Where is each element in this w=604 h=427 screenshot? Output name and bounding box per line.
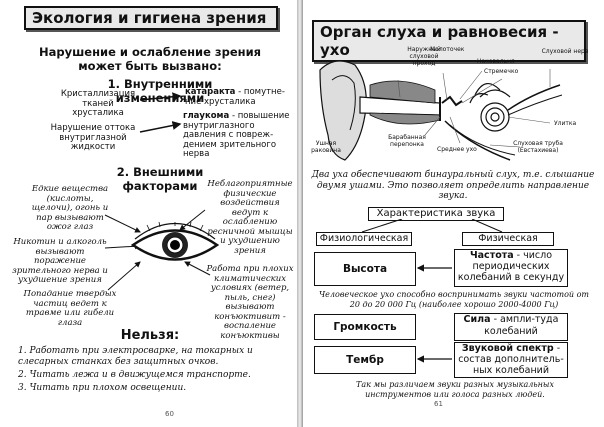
- left-page: Экология и гигиена зрения Нарушение и ос…: [0, 0, 300, 427]
- cause-glaucoma: Нарушение оттока внутриглазной жидкости: [50, 123, 136, 152]
- left-arrows: [104, 92, 211, 291]
- label-cochlea: Улитка: [554, 120, 577, 127]
- label-hammer: Молоточек: [430, 46, 465, 53]
- pitch-box: Высота: [314, 252, 416, 286]
- spectrum-term: Звуковой спектр: [461, 343, 554, 354]
- physiological-box: Физиологическая: [316, 232, 412, 246]
- frequency-range-text: Человеческое ухо способно воспринимать з…: [319, 290, 589, 309]
- label-anvil: Наковальня: [477, 58, 515, 65]
- frequency-term: Частота: [469, 250, 514, 261]
- factor-particles: Попадание твердых частиц ведет к травме …: [23, 289, 117, 328]
- factor-climate: Работа при плохих климатических условиях…: [206, 264, 294, 341]
- eye-illustration: [130, 222, 220, 261]
- sound-characteristics-box: Характеристика звука: [368, 207, 504, 221]
- right-page: Орган слуха и равновесия - ухо Наружный …: [302, 0, 604, 427]
- force-desc: - ампли-туда колебаний: [484, 314, 559, 337]
- left-page-number: 60: [165, 410, 174, 418]
- loudness-box: Громкость: [314, 314, 416, 340]
- frequency-desc: - число периодических колебаний в секунд…: [457, 250, 565, 283]
- ear-diagram: [319, 60, 563, 161]
- label-drum: Барабанная перепонка: [388, 134, 426, 148]
- timbre-arrow: [416, 355, 452, 363]
- right-page-number: 61: [434, 400, 443, 408]
- force-box: Сила - ампли-туда колебаний: [454, 313, 568, 341]
- left-subtitle: Нарушение и ослабление зрения может быть…: [38, 45, 262, 73]
- label-stirrup: Стремечко: [484, 68, 519, 75]
- effect-cataract: катаракта - помутне-ние хрусталика: [185, 87, 285, 107]
- left-page-title: Экология и гигиена зрения: [24, 6, 278, 30]
- factor-physical: Неблагоприятные физические воздействия в…: [207, 179, 293, 256]
- timbre-box: Тембр: [314, 346, 416, 374]
- book-gutter: [297, 0, 303, 427]
- effect-glaucoma: глаукома - повышение внутриглазного давл…: [183, 111, 293, 160]
- spectrum-desc: - состав дополнитель-ных колебаний: [458, 343, 564, 376]
- glaucoma-desc: - повышение внутриглазного давления с по…: [183, 111, 290, 159]
- footer-text: Так мы различаем звуки разных музыкальны…: [356, 380, 554, 399]
- never-title: Нельзя:: [120, 328, 180, 343]
- label-tube: Слуховая труба (Евстахиева): [513, 140, 563, 154]
- characteristics-connectors: [361, 219, 503, 233]
- binaural-text: Два уха обеспечивают бинауральный слух, …: [311, 170, 595, 201]
- spectrum-box: Звуковой спектр - состав дополнитель-ных…: [454, 342, 568, 378]
- physical-box: Физическая: [462, 232, 554, 246]
- cause-cataract: Кристаллизация тканей хрусталика: [60, 89, 136, 118]
- label-canal: Наружный слуховой проход: [407, 46, 441, 67]
- section-external: 2. Внешними факторами: [116, 165, 204, 193]
- right-page-title: Орган слуха и равновесия - ухо: [312, 20, 586, 62]
- force-term: Сила: [463, 314, 491, 325]
- never-item-3: 3. Читать при плохом освещении.: [18, 383, 187, 393]
- never-item-2: 2. Читать лежа и в движущемся транспорте…: [18, 370, 251, 380]
- cataract-term: катаракта: [185, 87, 236, 97]
- frequency-box: Частота - число периодических колебаний …: [454, 249, 568, 287]
- never-item-1: 1. Работать при электросварке, на токарн…: [18, 346, 253, 367]
- label-auricle: Ушная раковина: [311, 140, 341, 154]
- cataract-desc: - помутне-ние хрусталика: [185, 87, 285, 107]
- label-middle: Среднее ухо: [437, 146, 477, 153]
- factor-chemicals: Едкие вещества (кислоты, щелочи), огонь …: [31, 184, 109, 232]
- label-nerve: Слуховой нерв: [541, 48, 589, 55]
- factor-nicotine: Никотин и алкоголь вызывают поражение зр…: [12, 237, 108, 285]
- pitch-arrow: [416, 264, 452, 272]
- glaucoma-term: глаукома: [183, 111, 230, 121]
